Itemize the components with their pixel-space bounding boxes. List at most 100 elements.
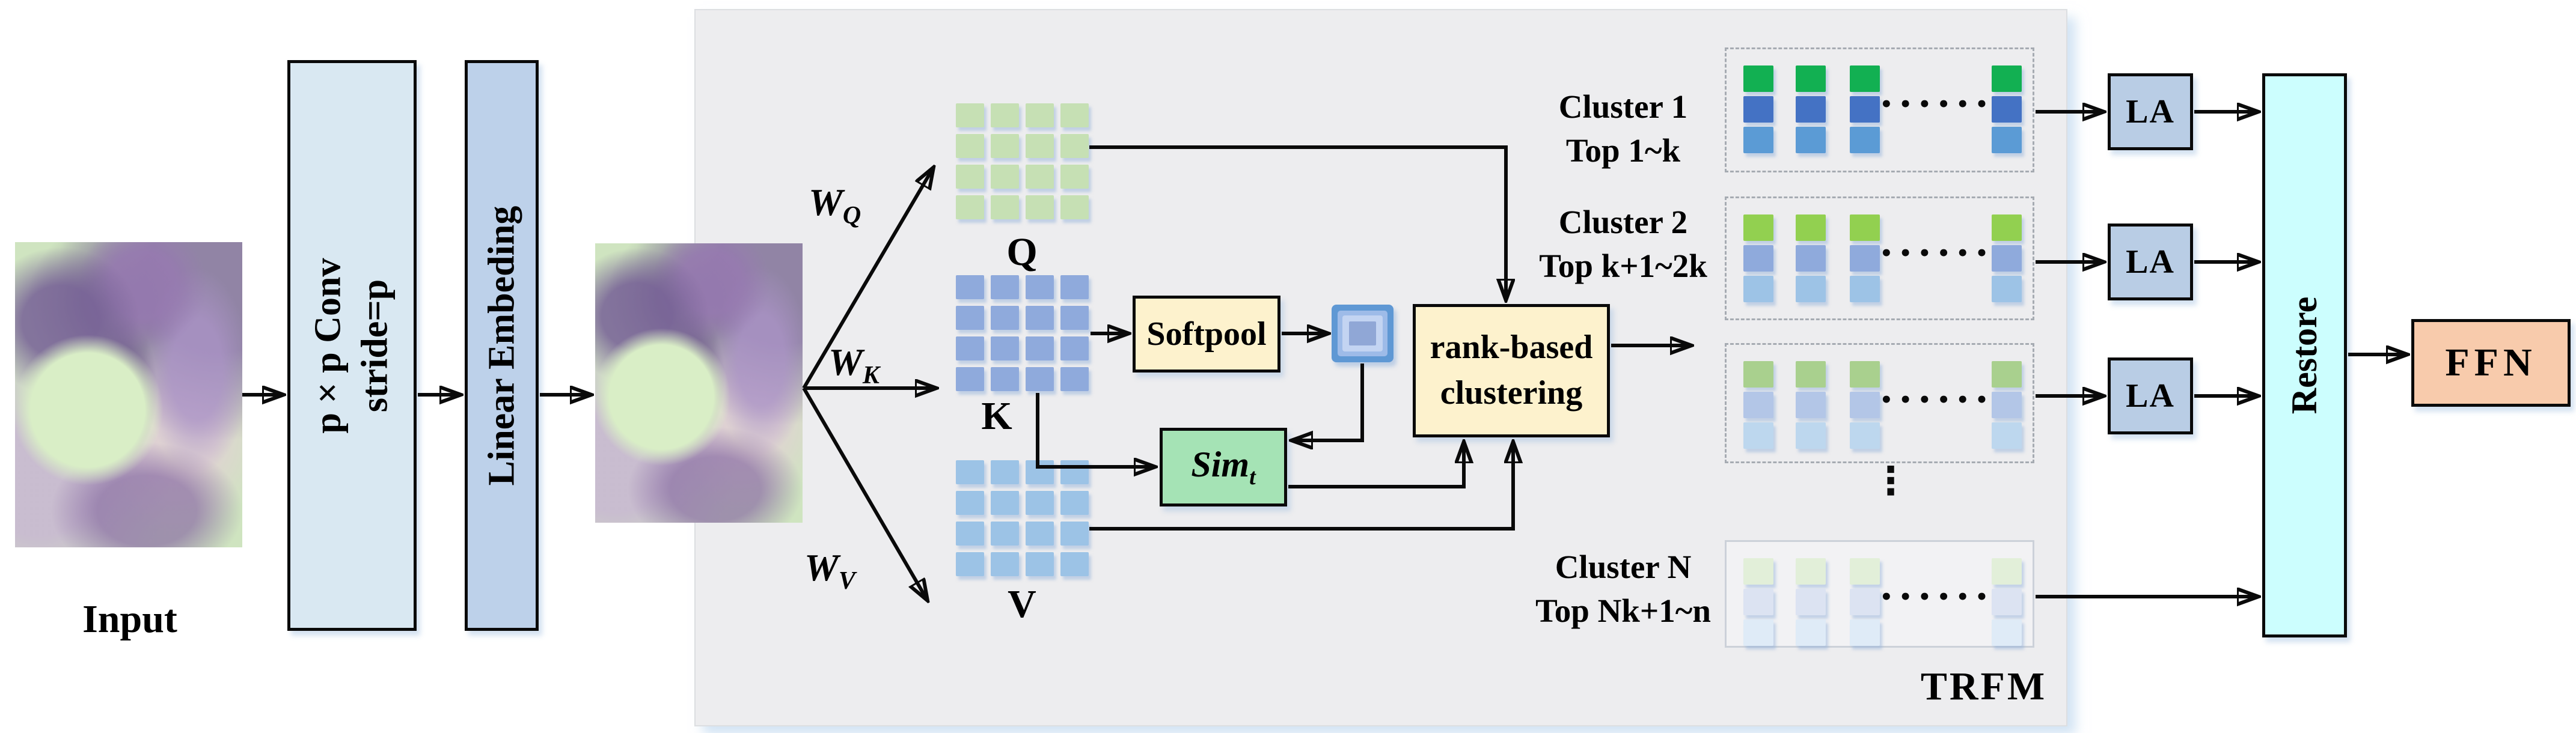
- k-token-grid: [956, 275, 1089, 391]
- trfm-panel-label: TRFM: [1920, 665, 2048, 708]
- token-block: [1796, 589, 1826, 615]
- wk-base: W: [828, 341, 863, 383]
- token-block: [1850, 422, 1880, 449]
- token-block: [1992, 96, 2022, 123]
- v-grid-cell: [991, 552, 1019, 576]
- v-grid-cell: [991, 460, 1019, 484]
- ffn-label: FFN: [2445, 341, 2537, 385]
- cluster-n-title: Cluster N: [1555, 549, 1692, 585]
- token-block: [1850, 392, 1880, 418]
- q-grid-cell: [1026, 165, 1054, 189]
- token-column: [1743, 214, 1773, 302]
- k-grid-cell: [1026, 306, 1054, 330]
- conv-label-line2: stride=p: [354, 279, 396, 412]
- wv-sub: V: [838, 567, 855, 595]
- v-grid-cell: [1026, 522, 1054, 546]
- restore-label: Restore: [2284, 296, 2324, 415]
- q-grid-label: Q: [1006, 230, 1038, 274]
- token-block: [1743, 619, 1773, 646]
- ellipsis-dots: ••••••: [1880, 93, 1995, 117]
- pooled-token-icon-ring: [1338, 311, 1387, 356]
- token-block: [1743, 214, 1773, 241]
- v-token-grid: [956, 460, 1089, 576]
- similarity-box: Simt: [1160, 428, 1287, 506]
- token-block: [1743, 589, 1773, 615]
- k-grid-cell: [1060, 275, 1089, 299]
- sim-sub: t: [1249, 464, 1256, 490]
- k-grid-cell: [956, 306, 984, 330]
- q-grid-cell: [1060, 195, 1089, 219]
- q-grid-cell: [956, 195, 984, 219]
- softpool-box: Softpool: [1133, 296, 1280, 373]
- cluster-1-title: Cluster 1: [1558, 88, 1688, 125]
- token-column: [1992, 361, 2022, 449]
- token-block: [1850, 558, 1880, 585]
- v-grid-label: V: [1008, 582, 1036, 626]
- token-block: [1796, 276, 1826, 302]
- la-box-3-label: LA: [2126, 377, 2175, 415]
- clustering-label-line2: clustering: [1440, 374, 1583, 412]
- token-block: [1850, 127, 1880, 153]
- la-box-1-label: LA: [2126, 93, 2175, 130]
- q-grid-cell: [1060, 165, 1089, 189]
- v-grid-cell: [956, 552, 984, 576]
- ffn-box: FFN: [2411, 319, 2571, 407]
- wk-label: WK: [828, 340, 880, 390]
- linear-embedding-box: Linear Embeding: [465, 60, 539, 631]
- token-block: [1743, 392, 1773, 418]
- v-grid-cell: [991, 491, 1019, 515]
- token-column: [1850, 558, 1880, 646]
- token-column: [1992, 214, 2022, 302]
- token-block: [1796, 392, 1826, 418]
- token-block: [1850, 96, 1880, 123]
- token-column: [1796, 214, 1826, 302]
- q-grid-cell: [956, 165, 984, 189]
- token-block: [1796, 214, 1826, 241]
- q-grid-cell: [991, 165, 1019, 189]
- token-column: [1850, 361, 1880, 449]
- input-label: Input: [82, 597, 177, 641]
- k-grid-cell: [956, 367, 984, 391]
- token-column: [1992, 65, 2022, 153]
- k-grid-cell: [1026, 336, 1054, 360]
- v-grid-cell: [1026, 491, 1054, 515]
- token-block: [1796, 422, 1826, 449]
- ellipsis-dots: ••••••: [1880, 388, 1995, 412]
- cluster-3-row: ••••••: [1725, 343, 2034, 463]
- wq-sub: Q: [842, 201, 861, 230]
- token-block: [1850, 245, 1880, 272]
- token-block: [1743, 245, 1773, 272]
- cluster-n-range: Top Nk+1~n: [1535, 592, 1711, 629]
- token-block: [1796, 65, 1826, 92]
- wv-base: W: [804, 546, 839, 589]
- cluster-1-row: ••••••: [1725, 47, 2034, 172]
- wq-base: W: [809, 181, 843, 224]
- q-grid-cell: [1026, 103, 1054, 127]
- wk-sub: K: [862, 361, 880, 389]
- token-block: [1992, 589, 2022, 615]
- cluster-1-label: Cluster 1 Top 1~k: [1503, 85, 1743, 172]
- ellipsis-dots: ••••••: [1880, 585, 1995, 609]
- token-block: [1743, 127, 1773, 153]
- sim-base: Sim: [1191, 445, 1250, 484]
- token-block: [1796, 127, 1826, 153]
- v-grid-cell: [1060, 522, 1089, 546]
- token-column: [1796, 65, 1826, 153]
- token-block: [1850, 276, 1880, 302]
- la-box-2: LA: [2108, 224, 2193, 300]
- la-box-2-label: LA: [2126, 243, 2175, 281]
- v-grid-cell: [1060, 552, 1089, 576]
- pooled-token-icon: [1332, 305, 1394, 362]
- similarity-label: Simt: [1191, 444, 1255, 490]
- wv-label: WV: [804, 546, 855, 595]
- token-block: [1850, 589, 1880, 615]
- token-block: [1743, 422, 1773, 449]
- token-column: [1743, 558, 1773, 646]
- k-grid-cell: [1060, 367, 1089, 391]
- cluster-2-range: Top k+1~2k: [1539, 247, 1707, 284]
- cluster-n-row: ••••••: [1725, 540, 2034, 648]
- v-grid-cell: [1060, 460, 1089, 484]
- input-histology-image: [15, 242, 242, 547]
- conv-label-line1: p × p Conv: [308, 257, 349, 434]
